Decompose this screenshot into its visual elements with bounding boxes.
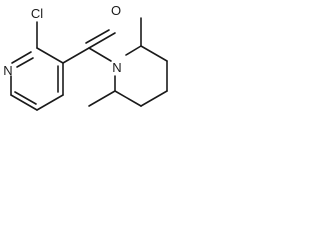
bond-c2-c3: [36, 47, 64, 64]
bond-c5-c6-inner: [14, 91, 37, 105]
carbonyl-oxygen-atom-label: O: [111, 3, 121, 18]
bond-c3-carbonyl: [62, 47, 90, 64]
bond-carbonyl-n: [88, 47, 112, 62]
bond-c6p-c5p: [114, 90, 142, 107]
piperidine-ring: [114, 45, 168, 107]
bond-c6p-methyl: [88, 90, 116, 107]
bond-n1-c2: [11, 51, 32, 64]
piperidine-nitrogen-atom-label: N: [112, 60, 121, 75]
bond-carbonyl-o-2: [85, 29, 110, 44]
bond-c4-c5: [36, 94, 64, 111]
molecule-diagram: Cl N O N: [3, 3, 168, 111]
bond-c4p-c5p: [140, 90, 168, 107]
pyridine-nitrogen-atom-label: N: [3, 63, 12, 78]
bond-n-c2p: [125, 45, 142, 56]
bond-c5-c6: [10, 94, 38, 111]
chlorine-atom-label: Cl: [31, 6, 43, 21]
pyridine-ring-visible: [10, 47, 64, 111]
bond-n1-c2-inner: [16, 57, 34, 68]
bond-carbonyl-o-1: [88, 32, 116, 49]
bond-c2p-c3p: [140, 45, 168, 62]
